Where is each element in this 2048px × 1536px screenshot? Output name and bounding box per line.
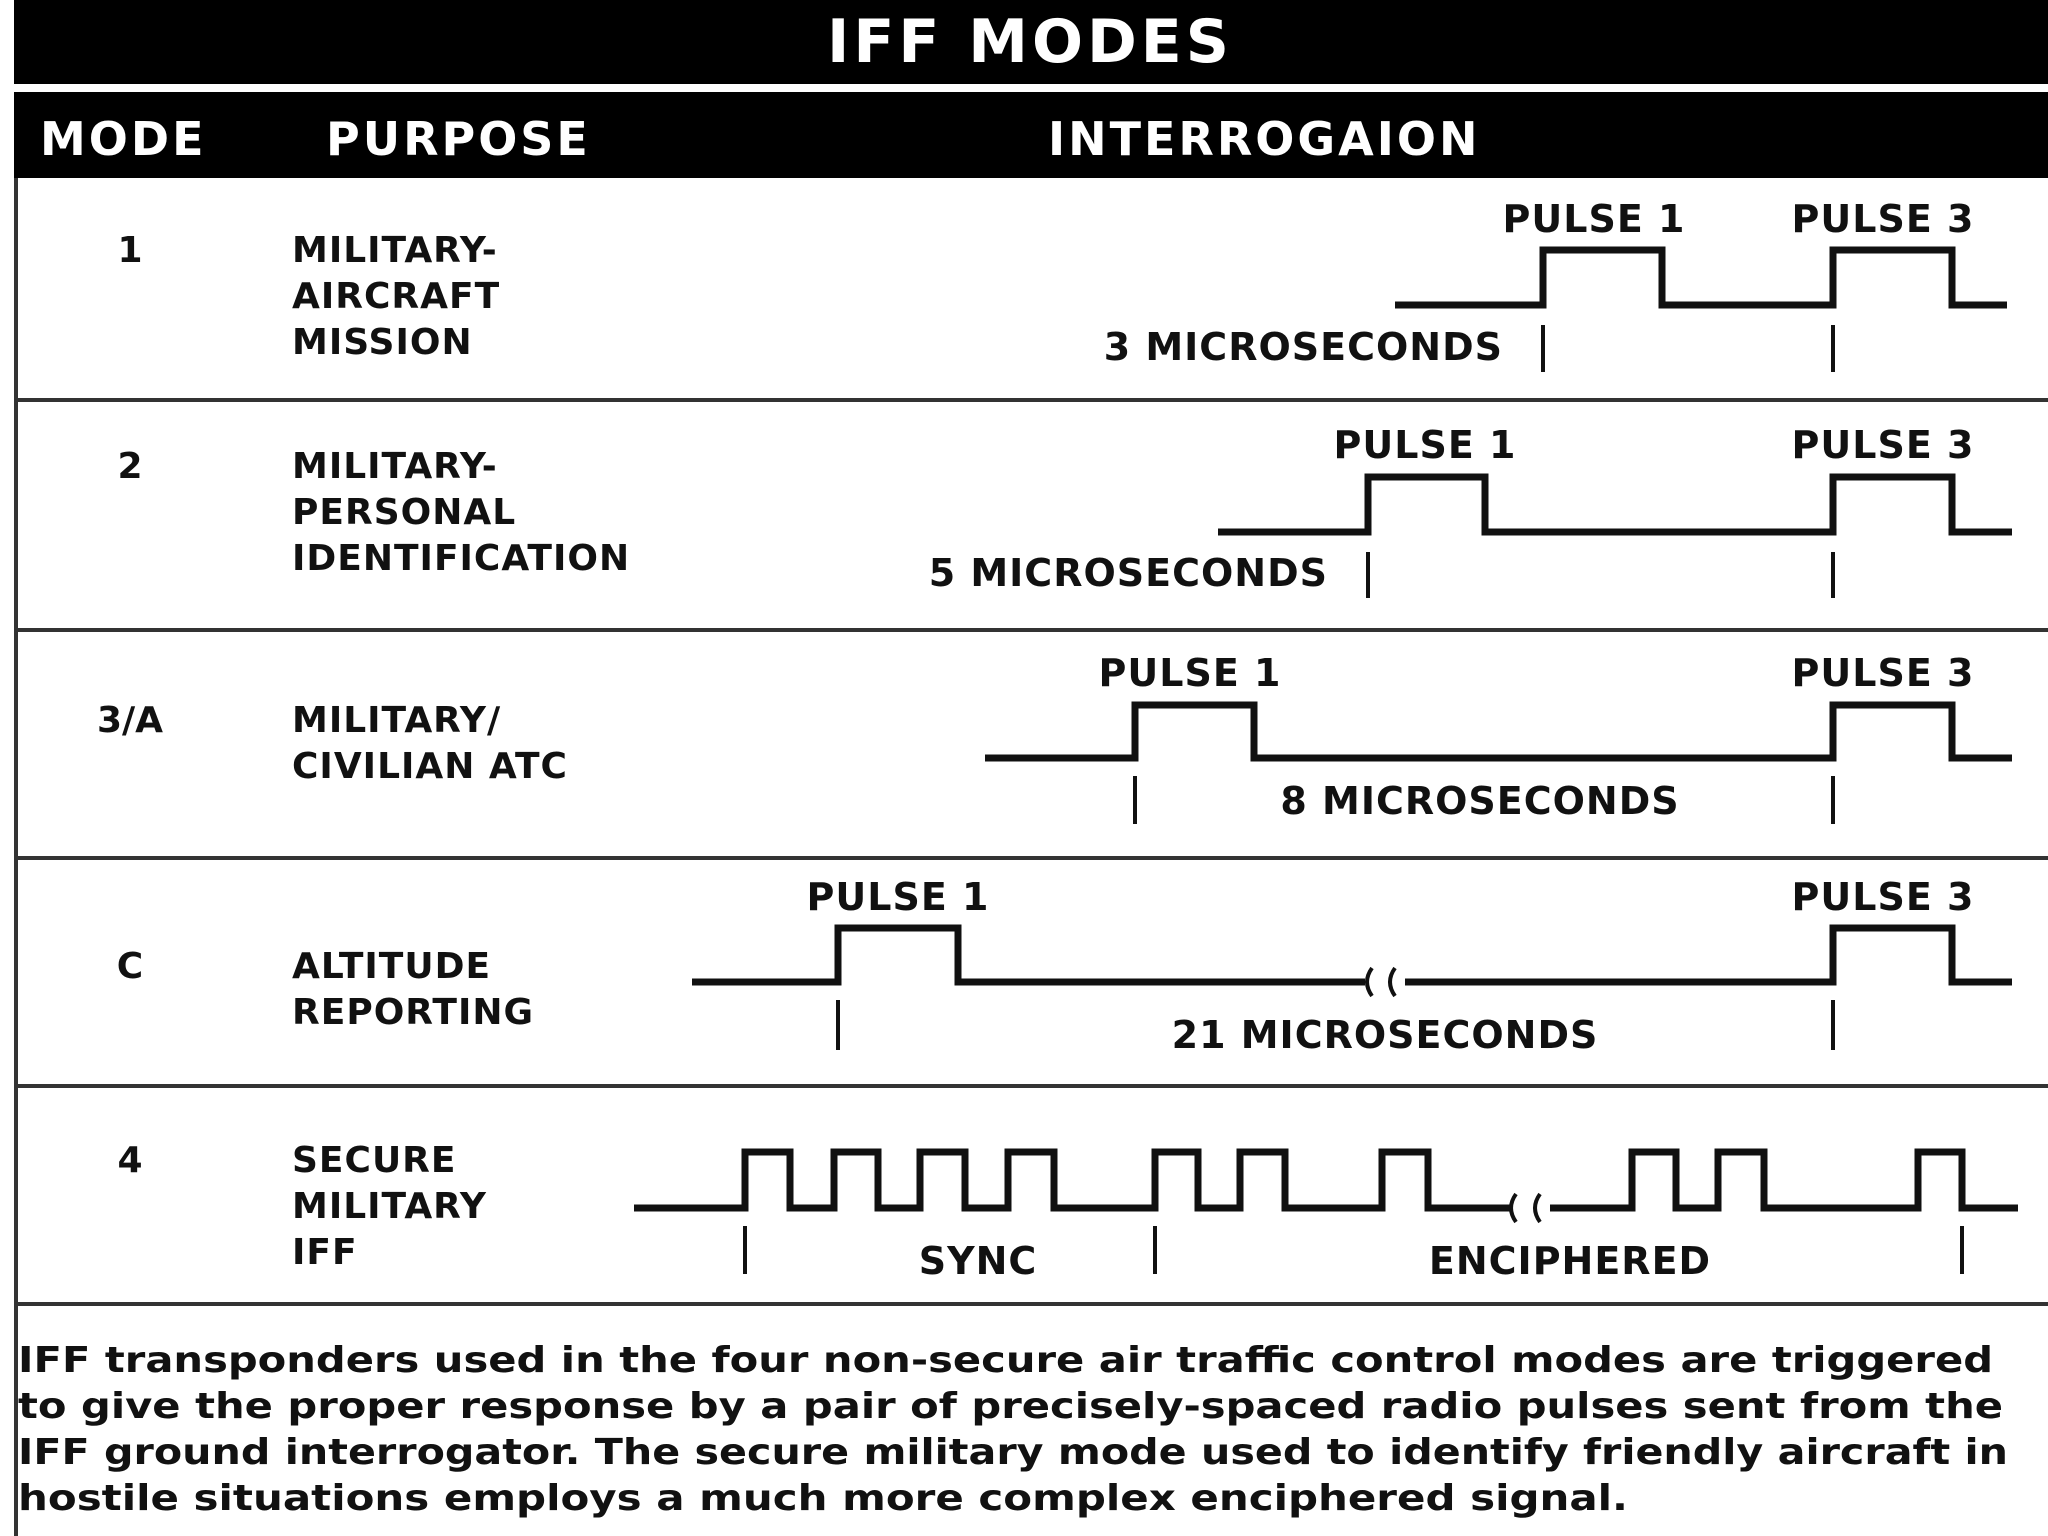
purpose-line: CIVILIAN ATC [292, 746, 568, 787]
purpose-line: MILITARY- [292, 230, 498, 271]
caption-line: IFF ground interrogator. The secure mili… [18, 1432, 2008, 1473]
pulse-3-label: PULSE 3 [1792, 651, 1975, 695]
caption: IFF transponders used in the four non-se… [18, 1340, 2008, 1519]
pulse-3-label: PULSE 3 [1792, 423, 1975, 467]
pulse-1-label: PULSE 1 [1334, 423, 1517, 467]
pulse-spacing-label: 8 MICROSECONDS [1280, 779, 1679, 823]
mode-code: 4 [117, 1140, 142, 1181]
pulse-waveform [1405, 924, 2012, 986]
purpose-line: PERSONAL [292, 492, 516, 533]
purpose-line: AIRCRAFT [292, 276, 500, 317]
pulse-spacing-label: 3 MICROSECONDS [1104, 325, 1503, 369]
header-mode: MODE [40, 112, 207, 166]
caption-line: hostile situations employs a much more c… [18, 1478, 1628, 1519]
mode-row-c: C ALTITUDE REPORTING PULSE 1 PULSE 3 21 … [117, 875, 2012, 1057]
header-purpose: PURPOSE [326, 112, 591, 166]
time-break-marker [1365, 966, 1397, 998]
pulse-waveform [1218, 473, 2012, 536]
pulse-spacing-label: 21 MICROSECONDS [1172, 1013, 1599, 1057]
pulse-waveform [1395, 246, 2007, 309]
purpose-line: IDENTIFICATION [292, 538, 630, 579]
mode-row-1: 1 MILITARY- AIRCRAFT MISSION PULSE 1 PUL… [117, 197, 2007, 372]
pulse-3-label: PULSE 3 [1792, 197, 1975, 241]
pulse-3-label: PULSE 3 [1792, 875, 1975, 919]
enciphered-label: ENCIPHERED [1429, 1239, 1711, 1283]
caption-line: to give the proper response by a pair of… [18, 1386, 2003, 1427]
mode-code: C [117, 946, 143, 987]
sync-label: SYNC [919, 1239, 1038, 1283]
header-interrogation: INTERROGAION [1048, 112, 1480, 166]
purpose-line: MILITARY- [292, 446, 498, 487]
secure-pulse-train [1550, 1148, 2018, 1212]
pulse-waveform [985, 701, 2012, 762]
purpose-line: IFF [292, 1232, 358, 1273]
purpose-line: MILITARY/ [292, 700, 501, 741]
mode-row-3a: 3/A MILITARY/ CIVILIAN ATC PULSE 1 PULSE… [97, 651, 2012, 824]
mode-row-2: 2 MILITARY- PERSONAL IDENTIFICATION PULS… [117, 423, 2012, 598]
mode-code: 1 [117, 230, 142, 271]
pulse-spacing-label: 5 MICROSECONDS [929, 551, 1328, 595]
secure-pulse-train [634, 1148, 1510, 1212]
purpose-line: SECURE [292, 1140, 456, 1181]
purpose-line: MILITARY [292, 1186, 487, 1227]
pulse-1-label: PULSE 1 [1099, 651, 1282, 695]
pulse-1-label: PULSE 1 [807, 875, 990, 919]
mode-row-4: 4 SECURE MILITARY IFF SYNC ENCIPHERED [117, 1140, 2018, 1283]
pulse-waveform [692, 924, 1365, 986]
mode-code: 2 [117, 446, 142, 487]
time-break-marker [1509, 1192, 1542, 1224]
pulse-1-label: PULSE 1 [1503, 197, 1686, 241]
diagram-title: IFF MODES [827, 7, 1233, 77]
caption-line: IFF transponders used in the four non-se… [18, 1340, 1993, 1381]
purpose-line: REPORTING [292, 992, 534, 1033]
purpose-line: ALTITUDE [292, 946, 491, 987]
title-bar [14, 0, 2048, 84]
mode-code: 3/A [97, 700, 163, 741]
header-bar [14, 92, 2048, 178]
purpose-line: MISSION [292, 322, 473, 363]
